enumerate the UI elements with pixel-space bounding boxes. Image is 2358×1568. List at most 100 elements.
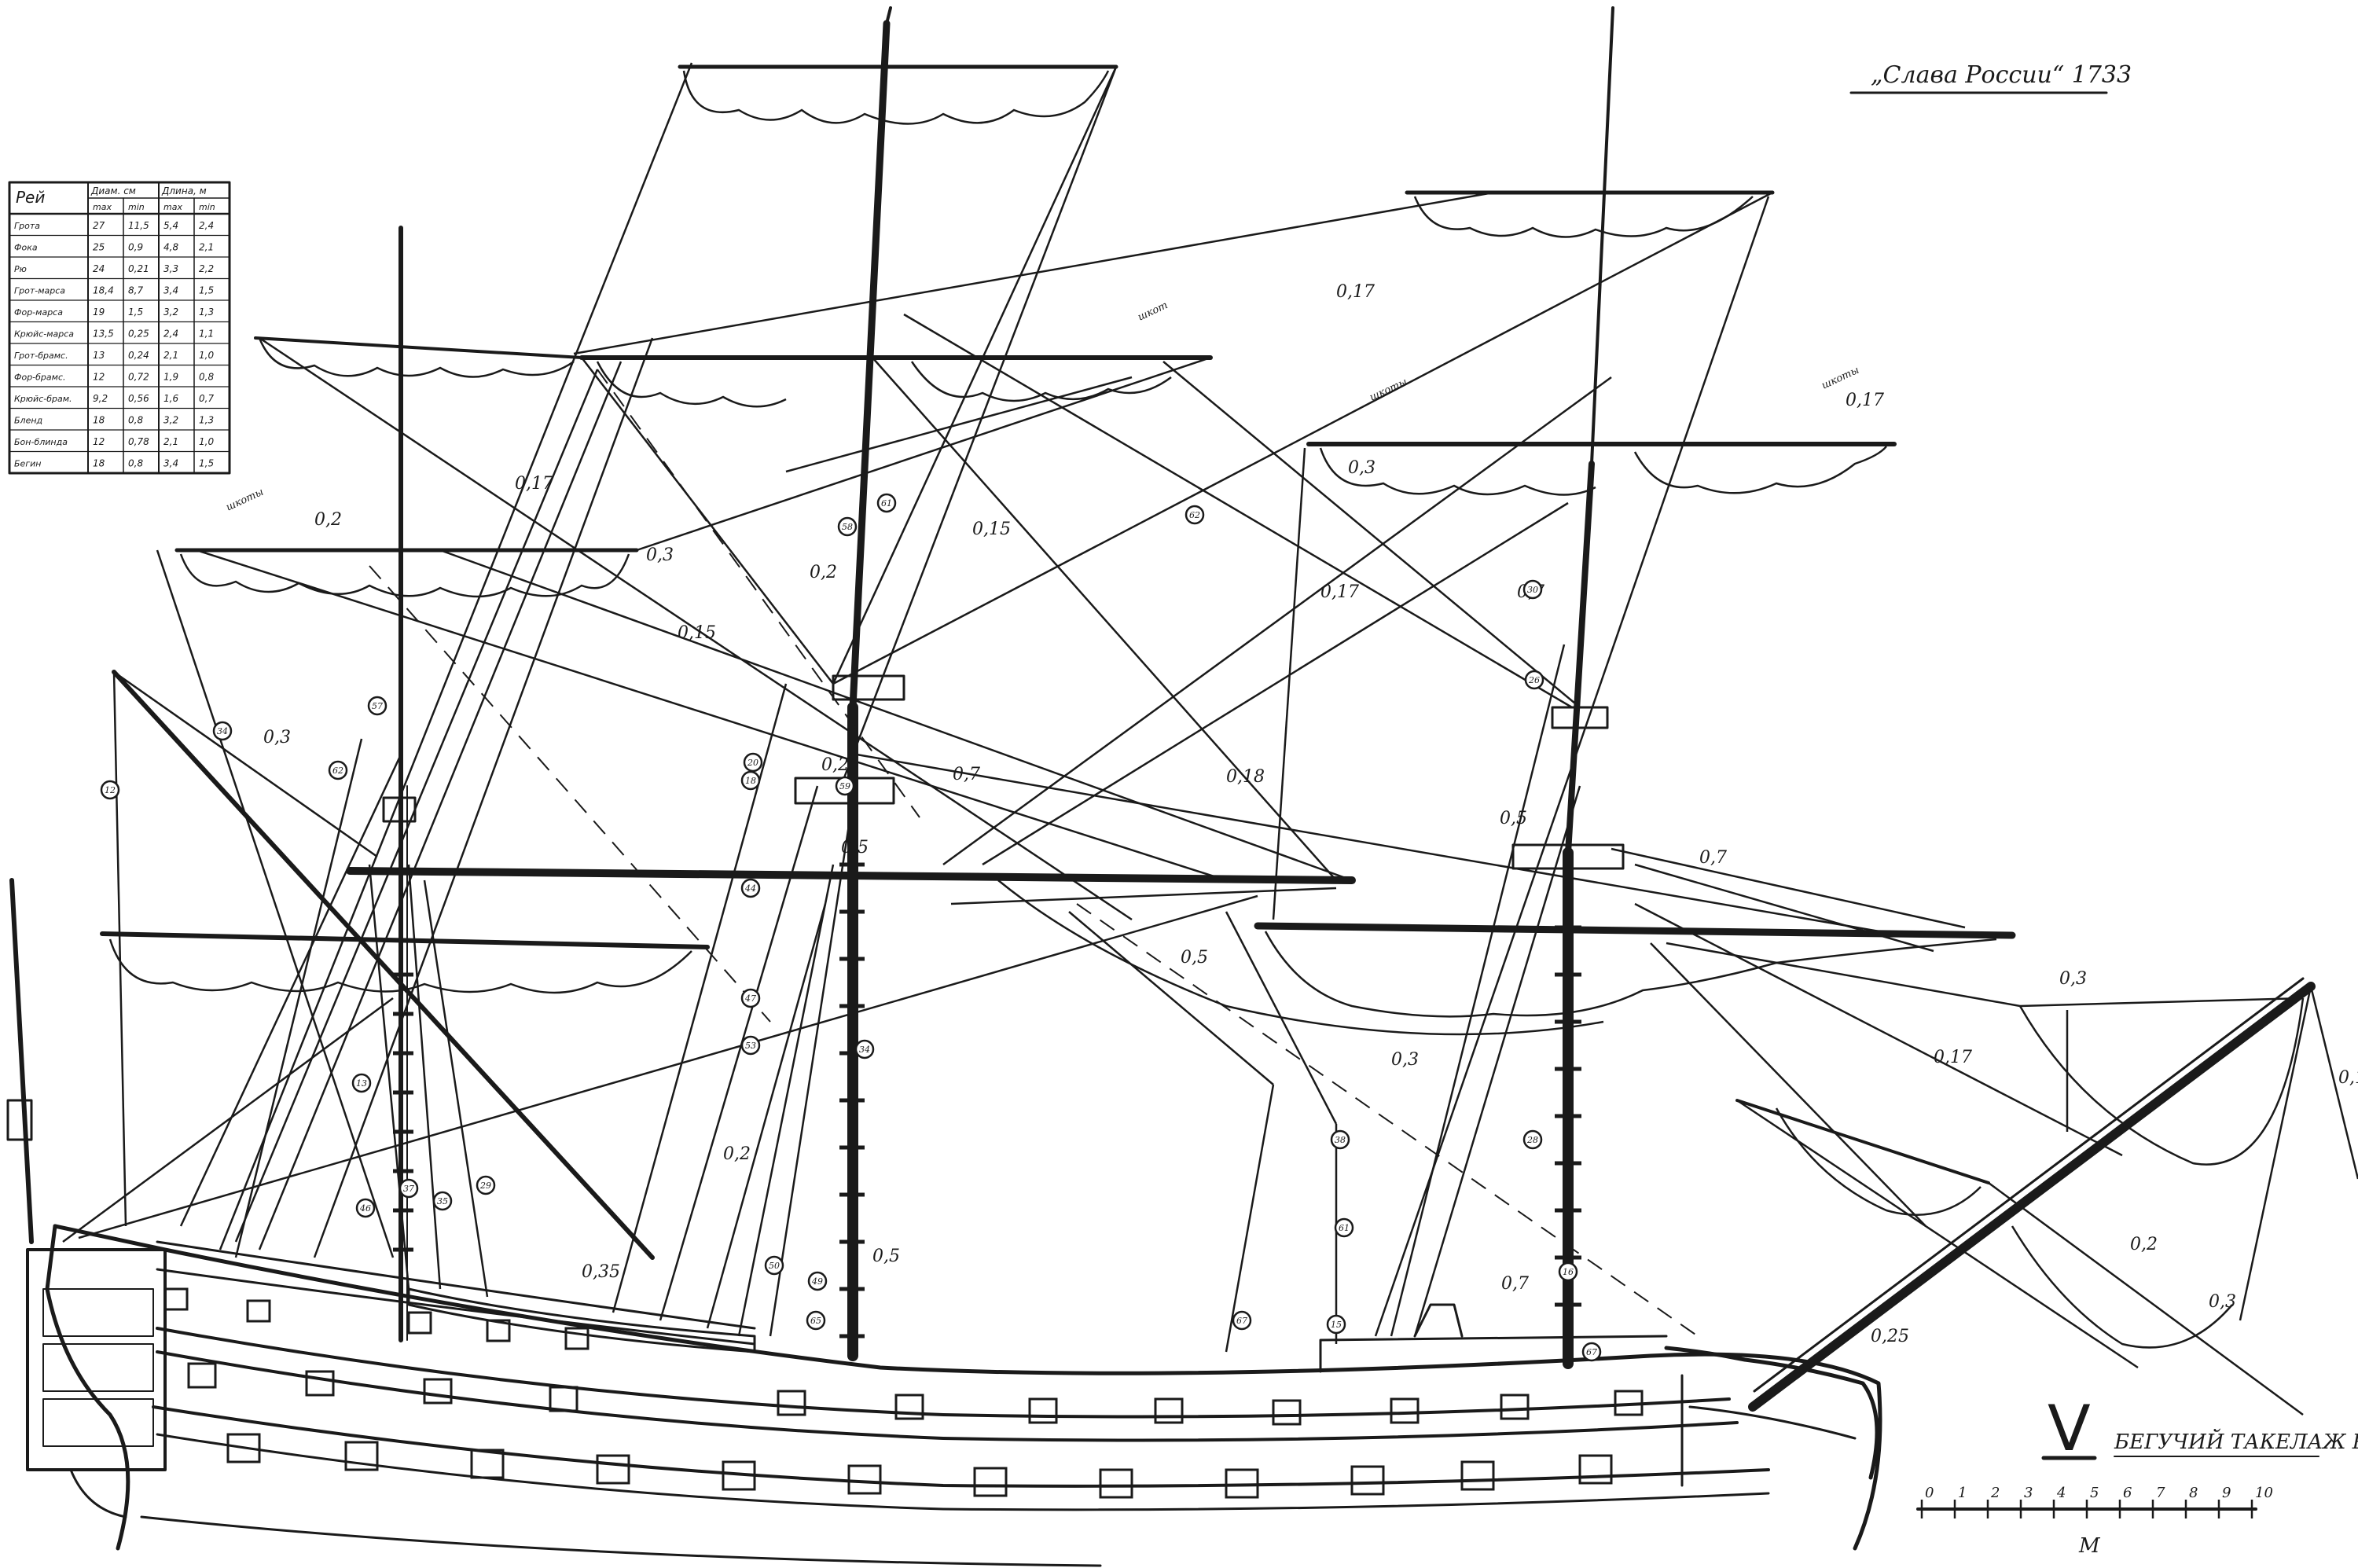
line-label: 0,3	[263, 728, 291, 747]
reference-circle	[1522, 1129, 1543, 1150]
table-header-length: Длина, м	[161, 185, 207, 196]
table-cell: 3,2	[163, 307, 178, 318]
reference-circle	[432, 1191, 453, 1211]
line-label: 0,2	[723, 1144, 751, 1164]
line-label: 0,3	[646, 545, 674, 565]
reference-number: 67	[1586, 1347, 1597, 1357]
line-label: 0,7	[953, 765, 980, 784]
line-label: 0,2	[810, 563, 837, 582]
reference-circle	[854, 1039, 875, 1059]
reference-circle	[328, 760, 348, 780]
reference-circle	[1326, 1314, 1346, 1335]
table-cell: 12	[93, 436, 105, 447]
reference-circle	[355, 1198, 376, 1218]
table-cell: 1,5	[128, 307, 143, 318]
line-label: 0,2	[314, 510, 342, 530]
section-caption: БЕГУЧИЙ ТАКЕЛАЖ РЕЕВ	[2114, 1428, 2358, 1454]
scale-tick-label: 2	[1990, 1485, 2000, 1501]
table-cell: 25	[93, 242, 105, 253]
scale-tick-label: 6	[2123, 1485, 2132, 1501]
reference-circle	[764, 1255, 784, 1276]
table-cell: 2,1	[163, 436, 178, 447]
line-label: 0,17	[1320, 582, 1359, 602]
table-cell: 1,3	[199, 307, 214, 318]
reference-number: 62	[332, 766, 343, 776]
reference-number: 30	[1527, 585, 1538, 595]
reference-circle	[806, 1310, 826, 1331]
table-cell: 2,4	[199, 220, 214, 231]
reference-circle	[100, 780, 120, 800]
table-row-name: Бленд	[14, 416, 42, 426]
table-cell: 1,0	[199, 436, 214, 447]
reference-circle	[1185, 505, 1205, 525]
scale-tick-label: 4	[2056, 1485, 2066, 1501]
table-cell: 18,4	[93, 285, 114, 296]
table-cell: 2,4	[163, 329, 178, 340]
reference-circle	[1330, 1129, 1350, 1150]
line-label: 0,17	[1934, 1048, 1972, 1067]
reference-number: 15	[1331, 1320, 1342, 1330]
table-cell: 0,56	[128, 393, 149, 404]
table-cell: 2,1	[199, 242, 214, 253]
line-label: 0,15	[678, 623, 716, 643]
table-cell: 1,6	[163, 393, 178, 404]
reference-number: 20	[747, 758, 758, 768]
line-label: 0,18	[1226, 767, 1265, 787]
table-row-name: Грота	[14, 221, 40, 231]
reference-number: 35	[437, 1196, 448, 1206]
reference-circle	[835, 776, 855, 796]
table-row-name: Грот-брамс.	[14, 351, 68, 361]
reference-circle	[740, 878, 761, 898]
table-cell: 0,8	[128, 458, 143, 469]
line-label: 0,3	[2209, 1292, 2236, 1312]
table-row-name: Фор-брамс.	[14, 373, 66, 383]
table-cell: 13,5	[93, 329, 114, 340]
scale-tick-label: 3	[2024, 1485, 2033, 1501]
scale-unit: М	[2078, 1534, 2101, 1558]
line-label: 0,25	[1871, 1327, 1909, 1346]
reference-number: 61	[1339, 1223, 1350, 1233]
scale-tick-label: 5	[2090, 1485, 2099, 1501]
table-cell: 0,72	[128, 372, 149, 383]
reference-number: 61	[881, 498, 892, 509]
reference-circle	[807, 1271, 828, 1291]
reference-number: 47	[744, 993, 756, 1004]
reference-number: 65	[810, 1316, 821, 1326]
table-cell: 0,9	[128, 242, 143, 253]
reference-number: 49	[811, 1276, 823, 1287]
reference-number: 38	[1335, 1135, 1346, 1145]
table-cell: 8,7	[128, 285, 143, 296]
reference-number: 26	[1528, 675, 1540, 685]
drawing-title: „Слава России“ 1733	[1849, 61, 2132, 94]
table-cell: 0,78	[128, 436, 149, 447]
sheet-label: шкоты	[1820, 365, 1860, 392]
table-cell: 1,0	[199, 350, 214, 361]
reference-number: 44	[744, 883, 756, 894]
table-cell: 0,25	[128, 329, 149, 340]
table-cell: 2,2	[199, 263, 214, 274]
reference-circles: 3412576213463735291820615859621544475350…	[100, 493, 1602, 1362]
reference-number: 28	[1526, 1135, 1538, 1145]
table-cell: 18	[93, 415, 105, 426]
line-label: 0,35	[582, 1262, 620, 1282]
table-cell: 1,5	[199, 458, 214, 469]
rigging-lines	[62, 62, 2358, 1416]
title-text: „Слава России“ 1733	[1871, 61, 2132, 89]
table-cell: 12	[93, 372, 105, 383]
table-header-yard: Рей	[16, 188, 45, 207]
dashed-lines	[369, 369, 1699, 1337]
reference-number: 13	[356, 1078, 367, 1089]
table-cell: 13	[93, 350, 105, 361]
scale-tick-label: 1	[1958, 1485, 1967, 1501]
reference-circle	[1524, 670, 1544, 690]
table-row-name: Бегин	[14, 459, 41, 469]
table-cell: 2,1	[163, 350, 178, 361]
reference-circle	[743, 752, 763, 773]
table-header-diameter: Диам. см	[90, 185, 136, 196]
reference-number: 34	[217, 726, 228, 736]
